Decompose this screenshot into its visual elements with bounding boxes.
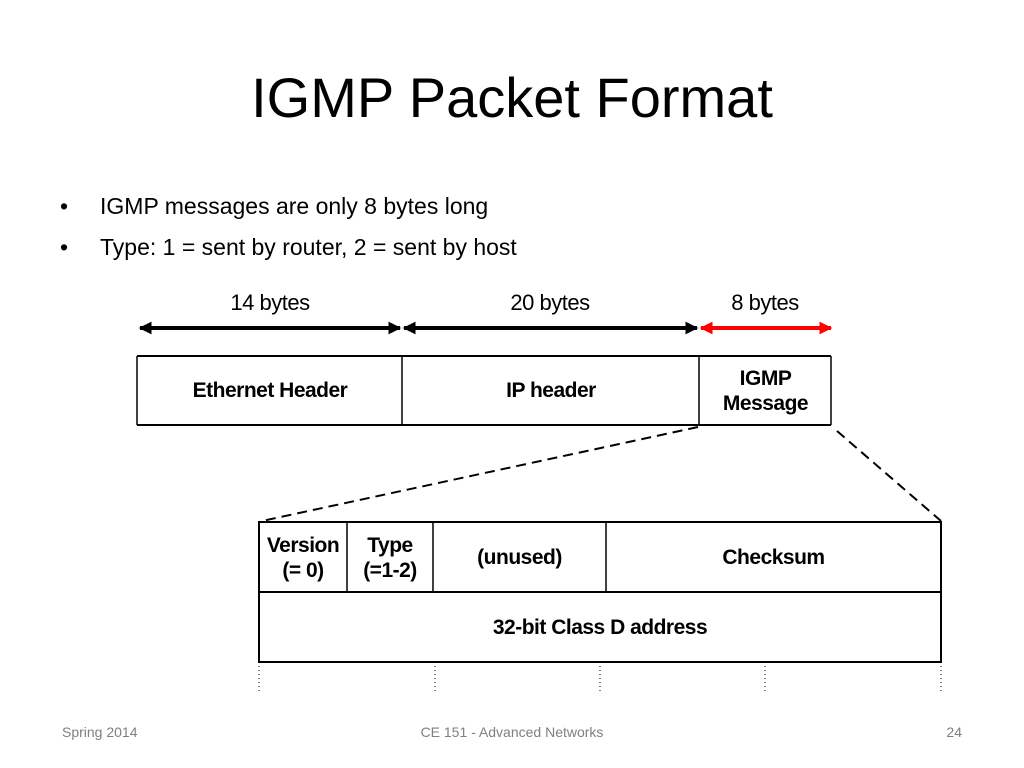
size-label-ip: 20 bytes — [510, 290, 590, 315]
size-label-igmp: 8 bytes — [731, 290, 799, 315]
bullet-item: • IGMP messages are only 8 bytes long — [60, 186, 517, 227]
field-type: Type (=1-2) — [363, 533, 417, 582]
bullet-item: • Type: 1 = sent by router, 2 = sent by h… — [60, 227, 517, 268]
field-class-d-address: 32-bit Class D address — [492, 616, 708, 639]
bullet-text: IGMP messages are only 8 bytes long — [100, 193, 489, 219]
bullet-dot: • — [60, 234, 69, 260]
bullet-dot: • — [60, 193, 69, 219]
size-label-ethernet: 14 bytes — [230, 290, 310, 315]
bullet-list: • IGMP messages are only 8 bytes long • Ty… — [60, 186, 517, 268]
field-ethernet-header: Ethernet Header — [192, 379, 348, 402]
footer-page-number: 24 — [946, 724, 962, 740]
zoom-line-left — [261, 426, 699, 522]
field-version: Version (= 0) — [266, 533, 340, 582]
field-unused: (unused) — [477, 546, 562, 569]
zoom-line-right — [836, 430, 942, 522]
footer-date: Spring 2014 — [62, 724, 138, 740]
footer-course: CE 151 - Advanced Networks — [420, 724, 604, 740]
field-checksum: Checksum — [722, 546, 825, 569]
slide-title: IGMP Packet Format — [251, 66, 773, 129]
field-igmp-message: IGMP Message — [722, 366, 809, 415]
field-ip-header: IP header — [506, 379, 596, 402]
bullet-text: Type: 1 = sent by router, 2 = sent by ho… — [100, 234, 517, 260]
